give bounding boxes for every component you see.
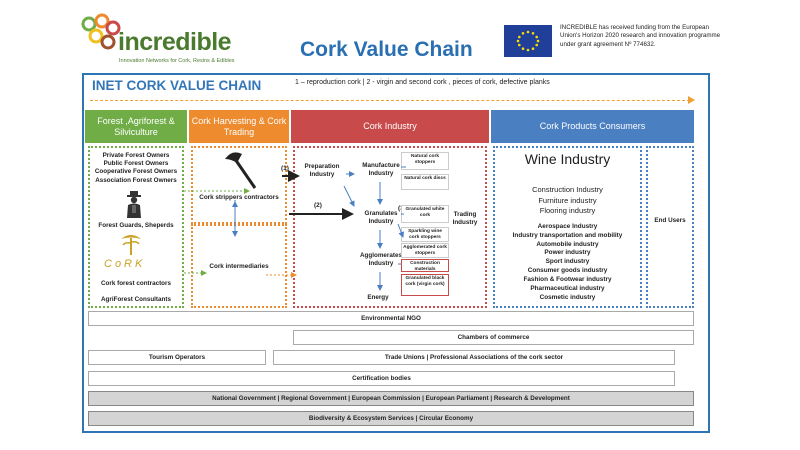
stage-consumers: Cork Products Consumers	[491, 110, 694, 143]
product-natural-discs: Natural cork discs	[401, 174, 449, 190]
industry-cosmetic: Cosmetic industry	[539, 293, 596, 301]
product-construction-materials: Construction materials	[401, 259, 449, 272]
farmer-icon	[127, 191, 141, 218]
preparation-industry: Preparation Industry	[304, 163, 340, 179]
main-industries: Construction Industry Furniture industry…	[493, 185, 642, 217]
industry-pharmaceutical: Pharmaceutical industry	[530, 284, 605, 292]
agglomerates-industry: Agglomerates Industry	[360, 252, 402, 268]
chain-heading: INET CORK VALUE CHAIN	[92, 78, 262, 93]
product-natural-stoppers: Natural cork stoppers	[401, 152, 449, 170]
industry-power: Power industry	[544, 249, 591, 257]
logo-circles-icon	[81, 13, 121, 50]
agriforest-consultants: AgriForest Consultants	[101, 296, 171, 303]
chambers-of-commerce-bar: Chambers of commerce	[293, 330, 694, 345]
product-granulated-white: Granulated white cork	[401, 205, 449, 223]
end-users: End Users	[654, 217, 686, 224]
trading-industry: Trading Industry	[452, 211, 478, 227]
flow-label-1: (1)	[281, 165, 289, 172]
cork-strippers: Cork strippers contractors	[199, 194, 279, 201]
environmental-ngo-bar: Environmental NGO	[88, 311, 694, 326]
stage-cork-industry: Cork Industry	[291, 110, 489, 143]
cork-intermediaries: Cork intermediaries	[209, 263, 269, 270]
granulates-industry: Granulates Industry	[364, 210, 398, 226]
axe-icon	[225, 152, 256, 189]
product-agglomerated-stoppers: Agglomerated cork stoppers	[401, 243, 449, 258]
stage-forest: Forest ,Agriforest & Silviculture	[85, 110, 187, 143]
industry-sport: Sport industry	[545, 258, 590, 266]
eu-flag-icon	[504, 25, 552, 57]
chain-legend: 1 – reproduction cork | 2 - virgin and s…	[295, 79, 550, 86]
flow-label-2: (2)	[314, 202, 322, 209]
energy: Energy	[367, 294, 389, 301]
other-industries: Aerospace Industry Industry transportati…	[493, 223, 642, 302]
industry-fashion: Fashion & Footwear industry	[523, 275, 612, 283]
industry-box	[293, 146, 487, 308]
industry-automobile: Automobile industry	[536, 240, 599, 248]
trade-unions-bar: Trade Unions | Professional Associations…	[273, 350, 675, 365]
intermediaries-box	[191, 224, 287, 308]
manufacture-industry: Manufacture Industry	[362, 162, 400, 178]
stage-harvesting: Cork Harvesting & Cork Trading	[189, 110, 289, 143]
flow-line	[90, 100, 690, 101]
cork-tree-icon	[121, 235, 141, 255]
strippers-box	[191, 146, 287, 224]
industry-aerospace: Aerospace Industry	[537, 223, 598, 230]
industry-construction: Construction Industry	[532, 185, 603, 194]
industry-consumer-goods: Consumer goods industry	[527, 267, 608, 275]
logo-tagline: Innovation Networks for Cork, Resins & E…	[119, 58, 235, 64]
end-users-box	[646, 146, 694, 308]
page-title: Cork Value Chain	[300, 38, 473, 61]
certification-bodies-bar: Certification bodies	[88, 371, 675, 386]
forest-box	[88, 146, 184, 308]
government-bar: National Government | Regional Governmen…	[88, 391, 694, 406]
flow-arrowhead	[688, 96, 695, 104]
cork-wordmark: CoRK	[104, 258, 146, 270]
biodiversity-bar: Biodiversity & Ecosystem Services | Circ…	[88, 411, 694, 426]
value-chain-frame	[82, 73, 710, 433]
industry-flooring: Flooring industry	[539, 206, 596, 216]
tourism-operators-bar: Tourism Operators	[88, 350, 266, 365]
industry-transportation: Industry transportation and mobility	[512, 231, 623, 239]
logo-text: incredible	[118, 28, 232, 56]
forest-guards: Forest Guards, Sheperds	[98, 222, 174, 229]
industry-furniture: Furniture industry	[538, 195, 597, 205]
forest-owners: Private Forest Owners Public Forest Owne…	[94, 152, 178, 184]
product-sparkling-stoppers: Sparkling wine cork stoppers	[401, 227, 449, 242]
product-granulated-black: Granulated black cork (virgin cork)	[401, 274, 449, 296]
wine-industry: Wine Industry	[524, 151, 611, 167]
consumers-box	[493, 146, 642, 308]
forest-contractors: Cork forest contractors	[101, 280, 171, 287]
eu-funding-text: INCREDIBLE has received funding from the…	[560, 24, 721, 48]
